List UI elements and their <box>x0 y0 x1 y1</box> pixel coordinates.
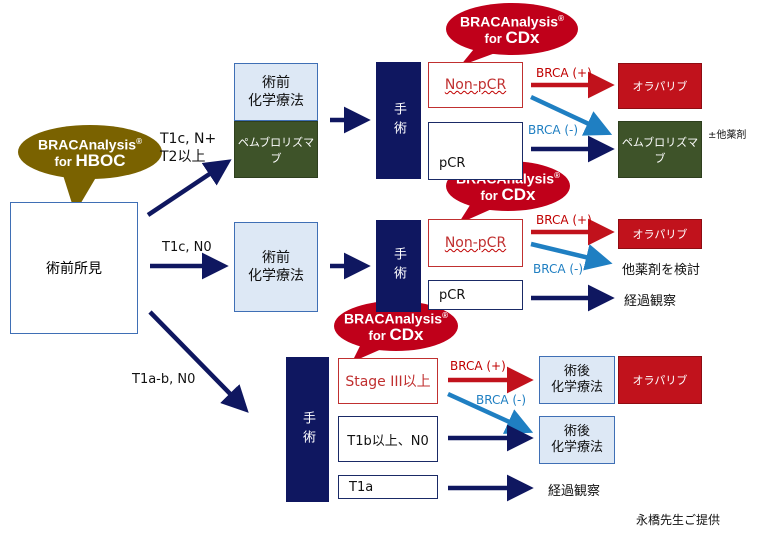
preop-findings-label: 術前所見 <box>46 261 102 277</box>
adjuvant-chemo-1-line2: 化学療法 <box>550 380 603 395</box>
branch-top-line1: T1c, N+ <box>160 131 217 147</box>
branch-top-line2: T2以上 <box>160 149 206 165</box>
bubble-hboc: BRACAnalysis® for HBOC <box>18 130 162 176</box>
bubble-cdx-top: BRACAnalysis® for CDx <box>446 7 578 53</box>
bubble-hboc-reg: ® <box>136 137 142 146</box>
bubble-hboc-strong: HBOC <box>75 151 126 170</box>
adjuvant-chemo-1: 術後 化学療法 <box>539 356 615 404</box>
brca-pos-label-top: BRCA (+) <box>536 66 592 80</box>
bubble-cdx-bottom-name: BRACAnalysis <box>344 310 443 327</box>
adjuvant-chemo-2: 術後 化学療法 <box>539 416 615 464</box>
bubble-cdx-mid-reg: ® <box>554 171 560 180</box>
bubble-hboc-shape <box>18 125 162 213</box>
neoadjuvant-chemo-mid-line1: 術前 <box>262 250 290 266</box>
arrow-to-top-branch <box>146 159 232 217</box>
adjuvant-chemo-2-line1: 術後 <box>563 424 590 439</box>
brca-neg-label-mid: BRCA (-) <box>533 262 584 276</box>
other-drugs-note: ±他薬剤 <box>708 130 747 141</box>
surgery-bottom: 手術 <box>286 357 329 502</box>
t1b-box: T1b以上、N0 <box>338 416 438 462</box>
bubble-cdx-mid-strong: CDx <box>501 185 536 204</box>
stage-iii-label: Stage III以上 <box>345 374 431 390</box>
t1a-label: T1a <box>349 479 374 495</box>
brca-neg-label-top: BRCA (-) <box>528 123 579 137</box>
bubble-hboc-for: for <box>54 154 76 169</box>
observation-mid: 経過観察 <box>624 294 677 309</box>
pembrolizumab-top: ペムブロリズマブ <box>234 121 318 178</box>
non-pcr-top-label: Non-pCR <box>444 77 507 93</box>
non-pcr-top: Non-pCR <box>428 62 523 108</box>
pcr-top-label: pCR <box>439 156 466 171</box>
bubble-hboc-name: BRACAnalysis <box>38 136 137 153</box>
neoadjuvant-chemo-top: 術前 化学療法 <box>234 63 318 121</box>
observation-bottom: 経過観察 <box>548 484 601 499</box>
brca-pos-label-bottom: BRCA (+) <box>450 359 506 373</box>
bubble-cdx-top-shape <box>446 3 578 66</box>
branch-top-label: T1c, N+ T2以上 <box>160 130 216 166</box>
non-pcr-mid: Non-pCR <box>428 219 523 267</box>
consider-other-drugs: 他薬剤を検討 <box>622 263 701 278</box>
pembrolizumab-right-label: ペムブロリズマブ <box>621 135 699 165</box>
branch-mid-label: T1c, N0 <box>162 240 212 255</box>
adjuvant-chemo-1-line1: 術後 <box>563 364 590 379</box>
pcr-mid-label: pCR <box>439 287 466 303</box>
credit-text: 永橋先生ご提供 <box>636 513 721 527</box>
branch-bottom-label: T1a-b, N0 <box>132 372 196 387</box>
pcr-mid: pCR <box>428 280 523 310</box>
arrow-brca-neg-bottom <box>447 391 534 434</box>
surgery-mid: 手術 <box>376 220 421 312</box>
bubble-cdx-bottom-reg: ® <box>442 311 448 320</box>
olaparib-mid: オラパリブ <box>618 219 702 249</box>
olaparib-top-label: オラパリブ <box>632 80 688 93</box>
olaparib-bottom-label: オラパリブ <box>632 374 688 387</box>
olaparib-mid-label: オラパリブ <box>632 228 688 241</box>
pcr-top: pCR <box>428 122 523 180</box>
t1b-label: T1b以上、N0 <box>347 433 429 449</box>
arrow-brca-neg-mid <box>530 241 613 271</box>
bubble-cdx-top-strong: CDx <box>505 28 540 47</box>
surgery-mid-label: 手術 <box>391 247 406 285</box>
arrow-to-bottom-branch <box>148 310 249 413</box>
bubble-cdx-top-reg: ® <box>558 14 564 23</box>
brca-pos-label-mid: BRCA (+) <box>536 213 592 227</box>
brca-neg-label-bottom: BRCA (-) <box>476 393 527 407</box>
neoadjuvant-chemo-mid: 術前 化学療法 <box>234 222 318 312</box>
bubble-cdx-bottom-strong: CDx <box>389 325 424 344</box>
t1a-box: T1a <box>338 475 438 499</box>
preop-findings-box: 術前所見 <box>10 202 138 334</box>
neoadjuvant-chemo-top-line2: 化学療法 <box>248 93 304 109</box>
pembrolizumab-top-label: ペムブロリズマブ <box>237 135 315 165</box>
bubble-cdx-bottom-for: for <box>368 328 390 343</box>
bubble-cdx-bottom: BRACAnalysis® for CDx <box>334 304 458 350</box>
bubble-cdx-bottom-shape <box>334 301 458 362</box>
surgery-bottom-label: 手術 <box>300 410 315 449</box>
adjuvant-chemo-2-line2: 化学療法 <box>550 440 603 455</box>
surgery-top: 手術 <box>376 62 421 179</box>
neoadjuvant-chemo-mid-line2: 化学療法 <box>248 268 304 284</box>
non-pcr-mid-label: Non-pCR <box>444 235 507 251</box>
stage-iii-box: Stage III以上 <box>338 358 438 404</box>
neoadjuvant-chemo-top-line1: 術前 <box>262 75 290 91</box>
bubble-cdx-top-for: for <box>484 31 506 46</box>
pembrolizumab-right: ペムブロリズマブ <box>618 121 702 178</box>
surgery-top-label: 手術 <box>391 101 406 140</box>
olaparib-bottom: オラパリブ <box>618 356 702 404</box>
arrow-brca-neg-top <box>530 94 613 136</box>
bubble-cdx-mid-for: for <box>480 188 502 203</box>
olaparib-top: オラパリブ <box>618 63 702 109</box>
bubble-cdx-top-name: BRACAnalysis <box>460 13 559 30</box>
